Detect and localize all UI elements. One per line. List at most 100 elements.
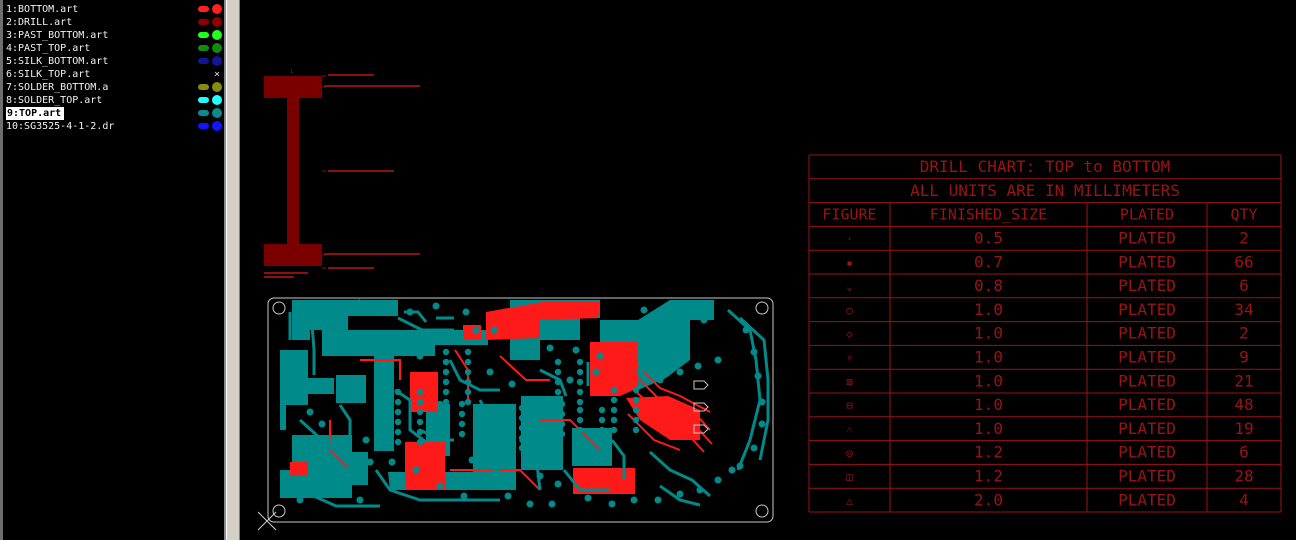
layer-item[interactable]: 5:SILK_BOTTOM.art: [6, 55, 224, 68]
layer-visibility-dot-icon[interactable]: [212, 95, 222, 105]
connector-outlines: [693, 380, 709, 434]
layer-visibility-dot-icon[interactable]: [212, 43, 222, 53]
layer-visibility-dot-icon[interactable]: [212, 56, 222, 66]
pad: [394, 408, 402, 416]
pad: [442, 378, 450, 386]
layer-item[interactable]: 4:PAST_TOP.art: [6, 42, 224, 55]
layer-item[interactable]: 3:PAST_BOTTOM.art: [6, 29, 224, 42]
layer-item[interactable]: 9:TOP.art: [6, 107, 224, 120]
drill-plated: PLATED: [1118, 395, 1176, 414]
layer-color-swatch-icon[interactable]: [198, 19, 209, 25]
stackup-barrel: [287, 98, 299, 244]
pad: [554, 388, 562, 396]
origin-cross-icon: [257, 511, 277, 531]
pad: [742, 326, 750, 334]
pad: [416, 418, 424, 426]
layer-color-swatch-icon[interactable]: [198, 6, 209, 12]
drill-chart-header: QTY: [1230, 206, 1257, 224]
pad: [442, 358, 450, 366]
layer-visibility-dot-icon[interactable]: [212, 30, 222, 40]
stackup-marker: 1: [290, 69, 293, 75]
drill-finished-size: 1.2: [974, 467, 1003, 486]
pad: [458, 430, 466, 438]
pad: [536, 420, 544, 428]
pad: [436, 410, 444, 418]
layer-color-swatch-icon[interactable]: [198, 84, 209, 90]
layer-visibility-dot-icon[interactable]: [212, 4, 222, 14]
pad: [346, 466, 354, 474]
drill-finished-size: 1.0: [974, 395, 1003, 414]
drill-finished-size: 2.0: [974, 490, 1003, 509]
layer-hidden-icon[interactable]: ×: [213, 69, 221, 80]
layer-item[interactable]: 8:SOLDER_TOP.art: [6, 94, 224, 107]
drill-figure-symbol-icon: ◎: [846, 447, 853, 460]
layer-color-swatch-icon[interactable]: [198, 97, 209, 103]
pad: [464, 358, 472, 366]
layer-item[interactable]: 6:SILK_TOP.art ×: [6, 68, 224, 81]
gerber-canvas[interactable]: 1: [240, 0, 1296, 540]
pad: [554, 378, 562, 386]
drill-figure-symbol-icon: ▪: [846, 256, 853, 269]
layer-item[interactable]: 7:SOLDER_BOTTOM.a: [6, 81, 224, 94]
layer-color-swatch-icon[interactable]: [198, 45, 209, 51]
stackup-leader-lines: [322, 75, 326, 269]
pad: [518, 434, 526, 442]
drill-qty: 21: [1234, 371, 1253, 390]
pad: [758, 420, 766, 428]
pad: [592, 368, 600, 376]
drill-qty: 48: [1234, 395, 1253, 414]
pad: [332, 490, 340, 498]
layer-color-swatch-icon[interactable]: [198, 58, 209, 64]
pad: [608, 500, 616, 508]
drill-plated: PLATED: [1118, 252, 1176, 271]
layer-item[interactable]: 1:BOTTOM.art: [6, 3, 224, 16]
layer-item[interactable]: 10:SG3525-4-1-2.dr: [6, 120, 224, 133]
pad: [504, 492, 512, 500]
drill-qty: 19: [1234, 419, 1253, 438]
pad: [576, 368, 584, 376]
stackup-top-pad: [264, 76, 322, 98]
pad: [572, 346, 580, 354]
layer-visibility-dot-icon[interactable]: [212, 17, 222, 27]
layer-item[interactable]: 2:DRILL.art: [6, 16, 224, 29]
pad: [418, 336, 426, 344]
pad: [318, 420, 326, 428]
pad: [554, 358, 562, 366]
pad: [416, 428, 424, 436]
pad: [526, 500, 534, 508]
layer-visibility-dot-icon[interactable]: [212, 108, 222, 118]
pad: [576, 398, 584, 406]
pad: [280, 380, 288, 388]
pad: [416, 398, 424, 406]
pad: [598, 436, 606, 444]
drill-qty: 2: [1239, 229, 1249, 248]
pad: [416, 408, 424, 416]
panel-splitter[interactable]: [226, 0, 240, 540]
drill-figure-symbol-icon: ·: [846, 233, 853, 246]
pad: [558, 400, 566, 408]
pcb-board: [257, 297, 774, 531]
pad: [294, 304, 302, 312]
pad: [676, 490, 684, 498]
drill-qty: 66: [1234, 252, 1253, 271]
drill-plated: PLATED: [1118, 467, 1176, 486]
drill-qty: 9: [1239, 348, 1249, 367]
pad: [436, 482, 444, 490]
pad: [554, 480, 562, 488]
drill-plated: PLATED: [1118, 419, 1176, 438]
layer-color-swatch-icon[interactable]: [198, 110, 209, 116]
layer-visibility-dot-icon[interactable]: [212, 121, 222, 131]
drill-figure-symbol-icon: ○: [846, 304, 853, 317]
pad: [296, 496, 304, 504]
pad: [416, 388, 424, 396]
drill-plated: PLATED: [1118, 229, 1176, 248]
pad: [696, 486, 704, 494]
layer-color-swatch-icon[interactable]: [198, 32, 209, 38]
pad: [432, 302, 440, 310]
pad: [536, 400, 544, 408]
layer-label: 6:SILK_TOP.art: [6, 69, 91, 80]
layer-color-swatch-icon[interactable]: [198, 123, 209, 129]
layer-visibility-dot-icon[interactable]: [212, 82, 222, 92]
drill-figure-symbol-icon: ⌄: [846, 280, 853, 293]
